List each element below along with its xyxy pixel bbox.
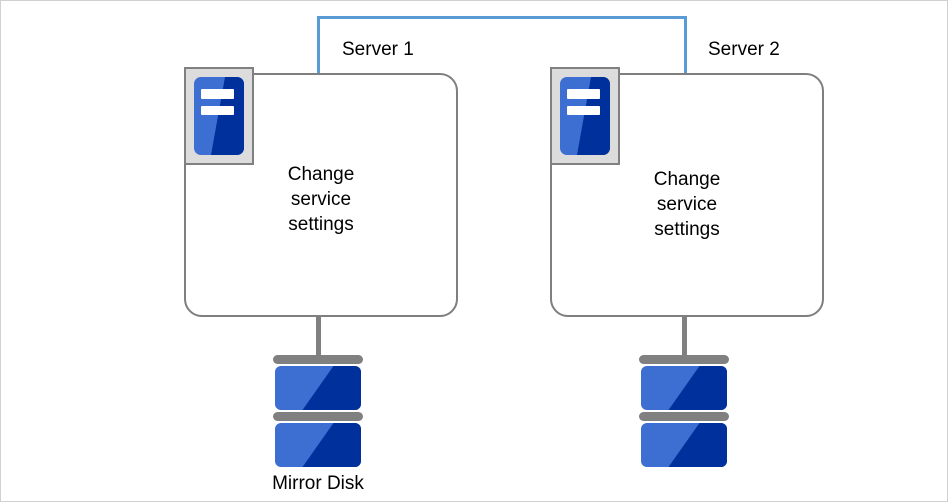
- server-body-line: Change: [653, 169, 721, 190]
- server-icon: [550, 67, 620, 165]
- server-body-line: settings: [654, 219, 720, 240]
- disk-bar-middle: [273, 412, 363, 421]
- server-node-2[interactable]: Server 2 Change service settings: [550, 39, 824, 317]
- interconnect-horizontal-segment: [317, 16, 687, 19]
- interconnect-left-segment: [317, 16, 320, 75]
- server-2-disk-connector: [682, 315, 687, 360]
- server-label-2: Server 2: [708, 39, 780, 60]
- server-body-line: service: [656, 194, 718, 215]
- disk-bar-top: [273, 355, 363, 364]
- disk-bar-top: [639, 355, 729, 364]
- disk-bar-middle: [639, 412, 729, 421]
- server-icon-slot-top: [201, 89, 234, 99]
- disk-platter-upper: [641, 366, 727, 410]
- server-icon-chassis: [194, 77, 244, 155]
- server-icon-chassis: [560, 77, 610, 155]
- server-body-text-2: Change service settings: [592, 167, 782, 242]
- server-body-line: Change: [287, 164, 355, 185]
- mirror-disk-caption: Mirror Disk: [272, 473, 364, 494]
- server-icon-slot-bottom: [201, 105, 234, 116]
- server-icon-slot-top: [567, 89, 600, 99]
- server-icon-slot-bottom: [567, 105, 600, 116]
- server-label-1: Server 1: [342, 39, 414, 60]
- server-node-1[interactable]: Server 1 Change service settings: [184, 39, 458, 317]
- interconnect-right-segment: [684, 16, 687, 75]
- server-icon: [184, 67, 254, 165]
- disk-platter-upper: [275, 366, 361, 410]
- server-1-disk-connector: [316, 315, 321, 360]
- mirror-disk-2[interactable]: [639, 355, 729, 467]
- server-body-line: settings: [288, 214, 354, 235]
- server-body-text-1: Change service settings: [226, 162, 416, 237]
- disk-platter-lower: [275, 423, 361, 467]
- server-body-line: service: [290, 189, 352, 210]
- disk-platter-lower: [641, 423, 727, 467]
- mirror-disk-1[interactable]: Mirror Disk: [272, 355, 364, 494]
